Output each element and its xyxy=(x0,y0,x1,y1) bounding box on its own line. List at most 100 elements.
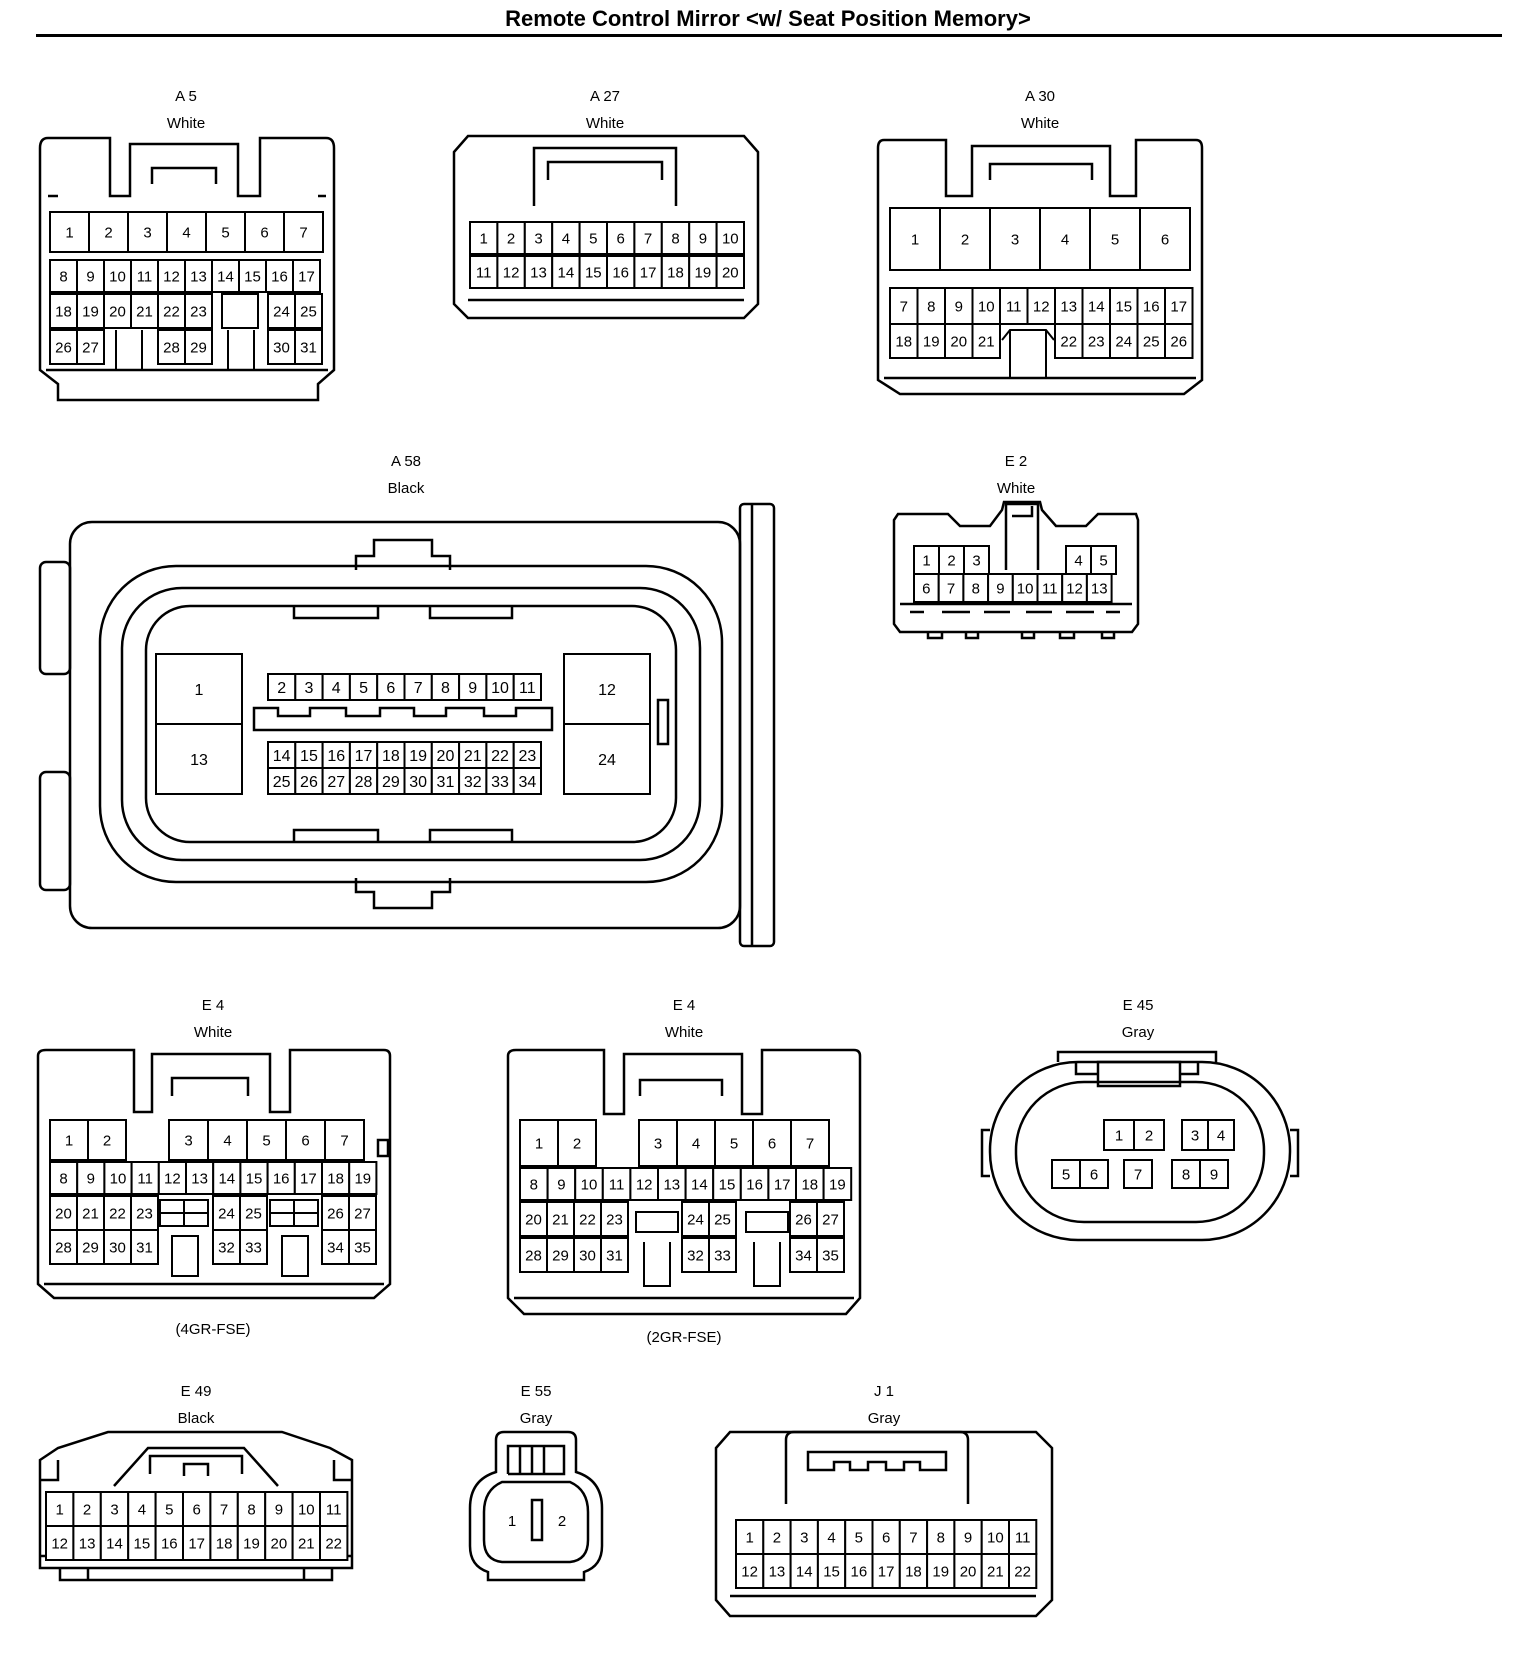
connector-e49-pin-21: 21 xyxy=(291,1525,322,1561)
connector-e49-code: E 49 xyxy=(181,1383,212,1400)
connector-a27-pin-15: 15 xyxy=(578,255,608,289)
svg-text:29: 29 xyxy=(382,774,400,791)
connector-e55-code: E 55 xyxy=(521,1383,552,1400)
connector-a5-pin-29: 29 xyxy=(184,329,213,365)
svg-text:23: 23 xyxy=(136,1205,153,1222)
connector-a58-pin-24: 24 xyxy=(563,723,651,795)
connector-a5-pin-30: 30 xyxy=(267,329,296,365)
svg-text:5: 5 xyxy=(1062,1166,1070,1183)
connector-e4-2gr-pin-9: 9 xyxy=(546,1167,577,1201)
connector-e4-2gr-pin-10: 10 xyxy=(574,1167,604,1201)
connector-e55-pin-1: 1 xyxy=(508,1513,516,1530)
connector-e4-2gr-pin-25: 25 xyxy=(708,1201,737,1237)
connector-a5-pin-31: 31 xyxy=(294,329,323,365)
connector-a58-code: A 58 xyxy=(391,453,421,470)
connector-a27-pin-12: 12 xyxy=(496,255,526,289)
connector-a58-pin-11: 11 xyxy=(512,673,543,701)
connector-e49-pin-22: 22 xyxy=(319,1525,349,1561)
connector-e2-pin-8: 8 xyxy=(962,573,990,603)
svg-text:9: 9 xyxy=(557,1176,565,1193)
connector-e49-pin-2: 2 xyxy=(72,1491,102,1527)
svg-text:17: 17 xyxy=(298,268,315,285)
svg-text:18: 18 xyxy=(216,1535,233,1552)
svg-text:2: 2 xyxy=(573,1135,581,1152)
connector-a5-pin-4: 4 xyxy=(166,211,207,253)
connector-j1-pin-6: 6 xyxy=(871,1519,901,1555)
svg-text:14: 14 xyxy=(796,1563,813,1580)
connector-a58-side-tab-bottom xyxy=(38,770,72,892)
connector-e49-pin-11: 11 xyxy=(319,1491,349,1527)
connector-e49-pin-16: 16 xyxy=(154,1525,185,1561)
connector-a27-pin-1: 1 xyxy=(469,221,499,255)
svg-text:13: 13 xyxy=(1060,298,1077,315)
svg-text:20: 20 xyxy=(960,1563,977,1580)
svg-text:30: 30 xyxy=(109,1239,126,1256)
svg-text:9: 9 xyxy=(996,580,1004,597)
connector-a30-pin-23: 23 xyxy=(1081,323,1111,359)
svg-text:2: 2 xyxy=(961,231,969,248)
svg-text:10: 10 xyxy=(978,298,995,315)
svg-text:2: 2 xyxy=(947,552,955,569)
svg-text:19: 19 xyxy=(923,333,940,350)
connector-e2-code: E 2 xyxy=(1005,453,1028,470)
connector-e49-pin-3: 3 xyxy=(99,1491,130,1527)
svg-text:1: 1 xyxy=(65,224,73,241)
connector-e4-4gr-pin-23: 23 xyxy=(130,1195,159,1231)
svg-text:6: 6 xyxy=(1161,231,1169,248)
svg-text:12: 12 xyxy=(598,682,616,699)
svg-text:18: 18 xyxy=(667,264,684,281)
connector-a58-pin-33: 33 xyxy=(485,767,515,795)
svg-text:16: 16 xyxy=(851,1563,868,1580)
svg-text:34: 34 xyxy=(327,1239,344,1256)
connector-e2-housing xyxy=(892,500,1140,634)
svg-text:25: 25 xyxy=(1143,333,1160,350)
connector-e4-4gr-pin-19: 19 xyxy=(348,1161,378,1195)
svg-text:11: 11 xyxy=(1042,580,1058,597)
connector-e4-4gr-pin-18: 18 xyxy=(321,1161,351,1195)
svg-text:11: 11 xyxy=(326,1501,342,1518)
svg-text:16: 16 xyxy=(746,1176,763,1193)
connector-a58-cavity xyxy=(144,604,678,844)
connector-a30-pin-20: 20 xyxy=(944,323,974,359)
svg-text:3: 3 xyxy=(654,1135,662,1152)
connector-j1-pin-16: 16 xyxy=(844,1553,874,1589)
connector-a30-pin-14: 14 xyxy=(1081,287,1111,325)
svg-text:14: 14 xyxy=(106,1535,123,1552)
connector-e4-4gr-note: (4GR-FSE) xyxy=(176,1321,251,1338)
svg-text:9: 9 xyxy=(468,680,477,697)
svg-text:1: 1 xyxy=(1115,1127,1123,1144)
connector-e4-2gr-pin-21: 21 xyxy=(546,1201,575,1237)
connector-j1-pin-21: 21 xyxy=(980,1553,1011,1589)
svg-text:11: 11 xyxy=(1006,298,1022,315)
svg-text:20: 20 xyxy=(437,748,455,765)
connector-j1-pin-10: 10 xyxy=(980,1519,1011,1555)
svg-text:7: 7 xyxy=(414,680,423,697)
connector-j1-pin-12: 12 xyxy=(735,1553,765,1589)
svg-text:18: 18 xyxy=(382,748,400,765)
connector-e4-4gr-pin-26: 26 xyxy=(321,1195,350,1231)
connector-a27-latch xyxy=(532,146,678,206)
connector-j1-code: J 1 xyxy=(874,1383,894,1400)
svg-text:16: 16 xyxy=(612,264,629,281)
connector-a58-pin-30: 30 xyxy=(403,767,433,795)
connector-a30-pin-17: 17 xyxy=(1164,287,1194,325)
svg-text:9: 9 xyxy=(1210,1166,1218,1183)
svg-text:22: 22 xyxy=(579,1211,596,1228)
connector-a5-blank-cavity xyxy=(221,293,259,329)
connector-a58-pin-15: 15 xyxy=(294,741,324,769)
connector-e4-2gr-pin-8: 8 xyxy=(519,1167,549,1201)
connector-e4-4gr-pin-24: 24 xyxy=(212,1195,241,1231)
connector-e45-pin-9: 9 xyxy=(1199,1159,1229,1189)
connector-e45-side-keys xyxy=(980,1128,1300,1178)
connector-a58-pin-3: 3 xyxy=(294,673,324,701)
svg-text:12: 12 xyxy=(51,1535,68,1552)
connector-a27-pin-7: 7 xyxy=(633,221,663,255)
svg-text:13: 13 xyxy=(191,1170,208,1187)
connector-a58-flange xyxy=(738,502,776,948)
